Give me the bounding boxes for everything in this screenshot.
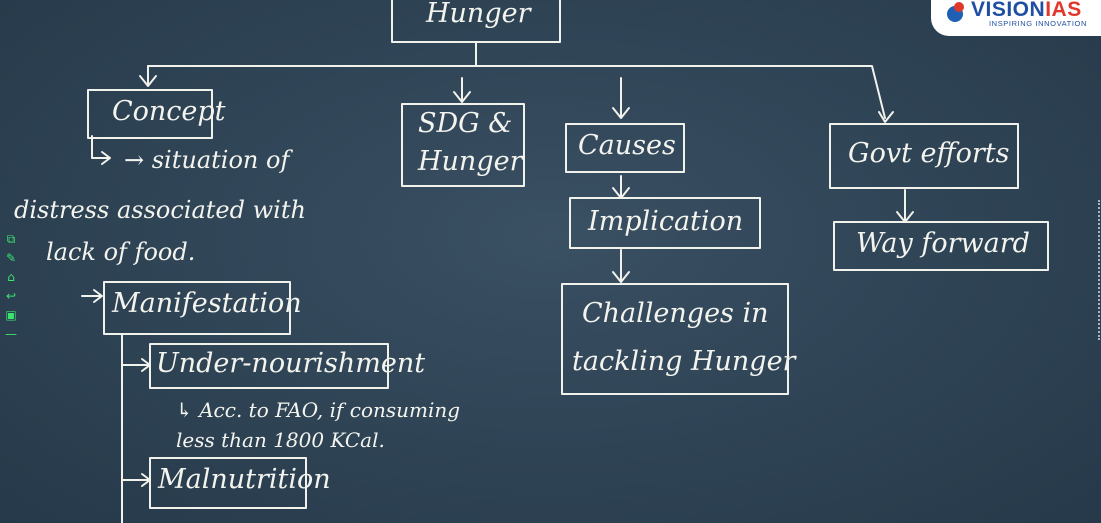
- monitor-icon[interactable]: ▣: [5, 308, 17, 322]
- concept-definition-line-2: distress associated with: [14, 196, 306, 224]
- sdg-label-line-2: Hunger: [418, 146, 523, 177]
- implication-label: Implication: [588, 206, 744, 237]
- fao-note-line-2: less than 1800 KCal.: [176, 428, 385, 452]
- challenges-box: [561, 283, 789, 395]
- concept-box: [87, 89, 213, 139]
- malnutrition-box: [149, 457, 307, 509]
- visionias-logo: VISIONIAS INSPIRING INNOVATION: [931, 0, 1101, 36]
- undernourishment-label: Under-nourishment: [156, 348, 426, 379]
- menu-icon[interactable]: —: [5, 327, 17, 341]
- challenges-label-line-1: Challenges in: [582, 298, 769, 329]
- implication-box: [569, 197, 761, 249]
- fao-note-line-1: ↳ Acc. to FAO, if consuming: [176, 398, 461, 422]
- pen-icon[interactable]: ✎: [5, 251, 17, 265]
- sdg-label-line-1: SDG &: [418, 108, 513, 139]
- manifestation-label: Manifestation: [112, 288, 302, 319]
- logo-dot-icon: [954, 2, 964, 12]
- screen-icon[interactable]: ⧉: [6, 232, 16, 246]
- concept-label: Concept: [112, 96, 226, 127]
- concept-definition-line-1: → situation of: [124, 146, 290, 174]
- undernourishment-box: [149, 343, 389, 389]
- way-forward-label: Way forward: [856, 228, 1030, 259]
- whiteboard-toolbar: ⧉ ✎ ⌂ ↩ ▣ —: [4, 232, 20, 346]
- logo-brand-suffix: IAS: [1045, 0, 1082, 21]
- sdg-box: [401, 103, 525, 187]
- right-edge-toolbar: [1094, 200, 1100, 340]
- logo-wordmark: VISIONIAS: [971, 0, 1082, 22]
- malnutrition-label: Malnutrition: [158, 464, 331, 495]
- logo-brand-prefix: VISION: [971, 0, 1046, 21]
- manifestation-box: [103, 281, 291, 335]
- undo-icon[interactable]: ↩: [5, 289, 17, 303]
- causes-box: [565, 123, 685, 173]
- way-forward-box: [833, 221, 1049, 271]
- causes-label: Causes: [578, 130, 676, 161]
- govt-efforts-label: Govt efforts: [848, 138, 1010, 169]
- challenges-label-line-2: tackling Hunger: [572, 346, 796, 377]
- home-icon[interactable]: ⌂: [7, 270, 15, 284]
- govt-box: [829, 123, 1019, 189]
- logo-tagline: INSPIRING INNOVATION: [989, 19, 1087, 28]
- root-label: Hunger: [426, 0, 531, 29]
- concept-definition-line-3: lack of food.: [46, 238, 196, 266]
